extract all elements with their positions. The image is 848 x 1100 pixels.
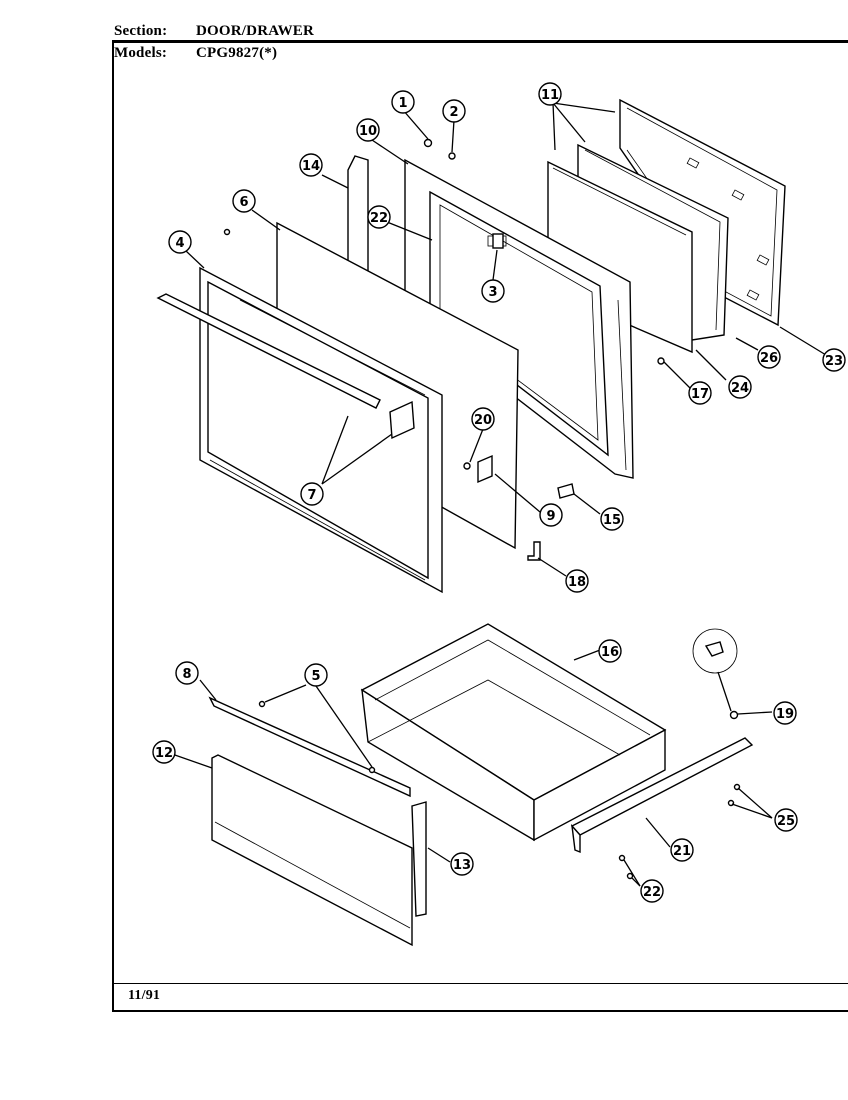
svg-text:2: 2	[449, 105, 458, 120]
callout-4: 4	[168, 230, 192, 254]
callout-8: 8	[175, 661, 199, 685]
section-value: DOOR/DRAWER	[196, 23, 315, 39]
part-17-screw	[657, 357, 665, 365]
part-16-drawer-body	[360, 623, 667, 842]
svg-text:26: 26	[760, 351, 778, 366]
part-2-washer	[448, 152, 456, 160]
svg-text:1: 1	[398, 96, 407, 111]
callout-25: 25	[774, 808, 798, 832]
part-22-screw	[618, 854, 626, 862]
part-20-screw	[463, 462, 471, 470]
callout-5: 5	[304, 663, 328, 687]
part-12-drawer-front	[211, 754, 413, 947]
callout-13: 13	[450, 852, 474, 876]
callout-2: 2	[442, 99, 466, 123]
part-7-door-handle	[156, 293, 415, 440]
svg-text:7: 7	[307, 488, 316, 503]
callout-15: 15	[600, 507, 624, 531]
callout-16: 16	[598, 639, 622, 663]
callout-11: 11	[538, 82, 562, 106]
svg-text:5: 5	[311, 669, 320, 684]
svg-text:12: 12	[155, 746, 173, 761]
svg-text:23: 23	[825, 354, 843, 369]
callout-18: 18	[565, 569, 589, 593]
part-19-detail-circle	[692, 628, 738, 674]
header-rule	[112, 40, 848, 41]
callout-3: 3	[481, 279, 505, 303]
part-19-catch	[704, 641, 724, 657]
svg-text:25: 25	[777, 814, 795, 829]
callout-20: 20	[471, 407, 495, 431]
callout-10: 10	[356, 118, 380, 142]
svg-text:22: 22	[370, 211, 388, 226]
svg-text:11: 11	[541, 88, 559, 103]
svg-text:24: 24	[731, 381, 749, 396]
models-label: Models:	[114, 45, 168, 61]
part-13-side-bracket	[411, 801, 427, 917]
footer-date: 11/91	[128, 988, 161, 1003]
callout-19: 19	[773, 701, 797, 725]
part-19-screw	[729, 710, 739, 720]
part-22-screw	[626, 872, 634, 880]
callout-17: 17	[688, 381, 712, 405]
svg-text:20: 20	[474, 413, 492, 428]
callout-7: 7	[300, 482, 324, 506]
svg-text:13: 13	[453, 858, 471, 873]
callout-12: 12	[152, 740, 176, 764]
svg-text:21: 21	[673, 844, 691, 859]
part-10-door-frame	[404, 158, 634, 479]
svg-text:16: 16	[601, 645, 619, 660]
callout-21: 21	[670, 838, 694, 862]
callout-22-drawer: 22	[640, 879, 664, 903]
svg-text:3: 3	[488, 285, 497, 300]
part-5-screw	[258, 700, 266, 708]
part-5-screw	[368, 766, 376, 774]
svg-text:19: 19	[776, 707, 794, 722]
part-3-clip	[492, 233, 504, 249]
part-18-bracket	[527, 541, 541, 561]
callout-23: 23	[822, 348, 846, 372]
part-8-drawer-trim	[208, 696, 411, 798]
callout-1: 1	[391, 90, 415, 114]
callout-6: 6	[232, 189, 256, 213]
models-value: CPG9827(*)	[196, 45, 278, 61]
svg-text:9: 9	[546, 509, 555, 524]
svg-text:15: 15	[603, 513, 621, 528]
screw-icon	[223, 228, 231, 236]
diagram-frame	[112, 41, 848, 1012]
callout-26: 26	[757, 345, 781, 369]
leader-lines	[171, 102, 827, 887]
svg-text:10: 10	[359, 124, 377, 139]
svg-text:22: 22	[643, 885, 661, 900]
callout-24: 24	[728, 375, 752, 399]
callout-14: 14	[299, 153, 323, 177]
callout-9: 9	[539, 503, 563, 527]
section-label: Section:	[114, 23, 168, 39]
part-15-clip	[557, 483, 575, 499]
callout-22-door: 22	[367, 205, 391, 229]
svg-text:8: 8	[182, 667, 191, 682]
part-1-screw	[423, 138, 433, 148]
svg-text:17: 17	[691, 387, 709, 402]
svg-text:14: 14	[302, 159, 320, 174]
part-9-bracket	[477, 454, 493, 484]
svg-text:4: 4	[175, 236, 184, 251]
part-21-drawer-slide	[570, 737, 754, 854]
footer-rule	[112, 983, 848, 984]
svg-text:18: 18	[568, 575, 586, 590]
svg-text:6: 6	[239, 195, 248, 210]
